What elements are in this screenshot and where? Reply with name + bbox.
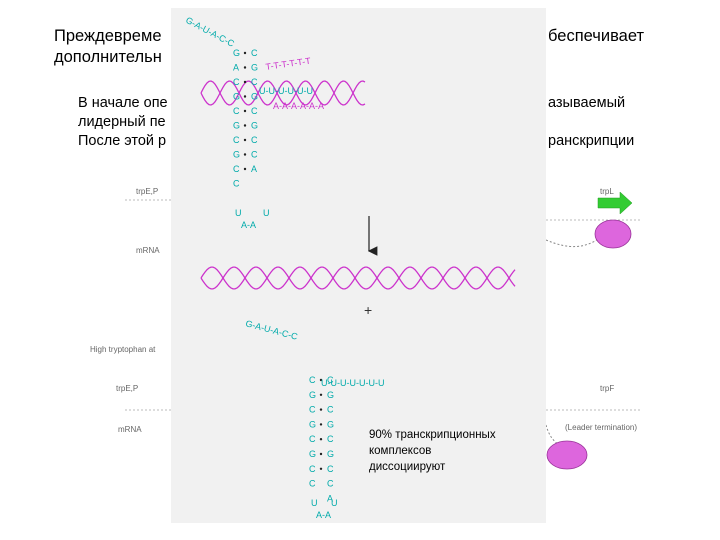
bottom-stem-right-base: C: [327, 434, 334, 444]
top-stem-right-base: G: [251, 121, 258, 131]
bottom-stem-pair-dot: [319, 452, 323, 456]
a-strand: A-A-A-A-A-A: [273, 101, 324, 111]
top-stem-left-base: C: [233, 164, 240, 174]
dissociation-note: 90% транскрипционных комплексов диссоции…: [369, 429, 496, 473]
bottom-stem-right-base: A: [327, 493, 333, 503]
paragraph-line2-left: лидерный пе: [78, 114, 166, 130]
note-line3: диссоциируют: [369, 461, 446, 473]
bottom-hairpin-base-u: U: [311, 498, 318, 508]
top-strand-labels: T-T-T-T-T-T U-U-U-U-U-U A-A-A-A-A-A: [259, 56, 324, 111]
bottom-stem-right-base: G: [327, 419, 334, 429]
bg-label-dna-top: trpE,P: [136, 187, 159, 196]
bottom-stem-right-base: C: [327, 479, 334, 489]
dna-helix-top: [200, 80, 366, 106]
dna-helix-bottom: [200, 266, 516, 290]
title-fragment-left: Преждевреме: [54, 27, 162, 45]
title-line2-fragment: дополнительн: [54, 48, 162, 66]
bottom-stem-left-base: G: [309, 419, 316, 429]
top-stem-right-base: C: [251, 106, 258, 116]
bottom-stem-pair-dot: [319, 467, 323, 470]
top-hairpin-base-u: U: [235, 208, 242, 218]
bottom-stem-pair-dot: [319, 423, 323, 426]
bottom-stem-pair-dot: [319, 378, 323, 382]
top-stem-right-base: G: [251, 92, 258, 102]
bg-label-dna-bottom: trpE,P: [116, 384, 139, 393]
top-hairpin-base-u2: U: [263, 208, 270, 218]
top-stem-pair-dot: [243, 51, 247, 55]
bottom-stem-pair-dot: [319, 438, 323, 441]
u-strand: U-U-U-U-U-U: [259, 86, 313, 96]
bg-label-trp-gene-bottom: trpF: [600, 384, 615, 393]
paragraph-line1-right: азываемый: [548, 95, 626, 111]
bottom-stem-pair-dot: [319, 393, 323, 396]
plus-sign: +: [364, 302, 372, 318]
bg-label-mrna-bottom: mRNA: [118, 425, 142, 434]
top-stem-right-base: C: [251, 150, 258, 160]
t-strand: T-T-T-T-T-T: [265, 56, 312, 72]
top-stem-left-base: G: [233, 92, 240, 102]
bottom-stem-right-base: G: [327, 449, 334, 459]
top-stem-right-base: C: [251, 135, 258, 145]
title-fragment-right: беспечивает: [548, 27, 645, 45]
bg-label-leader-termination: (Leader termination): [565, 423, 638, 432]
bottom-stem-left-base: C: [309, 375, 316, 385]
bottom-stem-left-base: G: [309, 390, 316, 400]
bottom-stem-pair-dot: [319, 408, 323, 411]
top-hairpin-base-aa: A-A: [241, 220, 256, 230]
top-stem-pair-dot: [243, 109, 247, 113]
top-stem-left-base: A: [233, 63, 239, 73]
top-stem-left-base: C: [233, 179, 240, 189]
bottom-stem-right-base: G: [327, 390, 334, 400]
bottom-stem-left-base: C: [309, 405, 316, 415]
rna-polymerase-bottom-icon: [546, 440, 588, 470]
top-stem-pair-dot: [243, 138, 247, 142]
note-line2: комплексов: [369, 445, 431, 457]
top-stem-right-base: C: [251, 77, 258, 87]
top-stem-pair-dot: [243, 80, 247, 84]
top-stem-left-base: C: [233, 77, 240, 87]
top-stem-left-base: C: [233, 135, 240, 145]
top-stem-right-base: G: [251, 63, 258, 73]
bottom-stem-left-base: C: [309, 434, 316, 444]
bottom-stem-right-base: C: [327, 375, 334, 385]
bg-mrna-trail-top: [545, 237, 601, 247]
top-stem-pair-dot: [243, 167, 247, 171]
top-stem-pair-dot: [243, 66, 247, 69]
paragraph-line3-right: ранскрипции: [548, 133, 635, 149]
top-stem-pair-dot: [243, 124, 247, 127]
bottom-stem-left-base: G: [309, 449, 316, 459]
bg-label-trp-gene-top: trpL: [600, 187, 614, 196]
top-stem-left-base: C: [233, 106, 240, 116]
paragraph-line3-left: После этой р: [78, 133, 167, 149]
top-stem-right-base: C: [251, 48, 258, 58]
top-stem-pair-dot: [243, 95, 247, 98]
rna-polymerase-top-icon: [594, 219, 632, 249]
bottom-stem-left-base: C: [309, 479, 316, 489]
bottom-stem-left-base: C: [309, 464, 316, 474]
paragraph-line1-left: В начале опе: [78, 95, 168, 111]
bottom-top-sequence: G-A-U-A-C-C: [244, 318, 299, 342]
top-loop-sequence: G-A-U-A-C-C: [184, 15, 236, 49]
top-stem-right-base: A: [251, 164, 257, 174]
top-stem-pair-dot: [243, 153, 247, 156]
note-line1: 90% транскрипционных: [369, 429, 496, 441]
bg-label-mrna-top: mRNA: [136, 246, 160, 255]
bottom-stem-right-base: C: [327, 464, 334, 474]
top-stem-left-base: G: [233, 48, 240, 58]
top-stem-left-base: G: [233, 150, 240, 160]
u-tail: U-U-U-U-U-U-U: [321, 378, 384, 388]
bg-label-high-trp: High tryptophan at: [90, 345, 156, 354]
bottom-stem-right-base: C: [327, 405, 334, 415]
green-arrow-icon: [597, 191, 633, 215]
top-stem-left-base: G: [233, 121, 240, 131]
bottom-hairpin-base-u2: U: [331, 498, 338, 508]
bottom-hairpin-base-aa: A-A: [316, 510, 331, 520]
